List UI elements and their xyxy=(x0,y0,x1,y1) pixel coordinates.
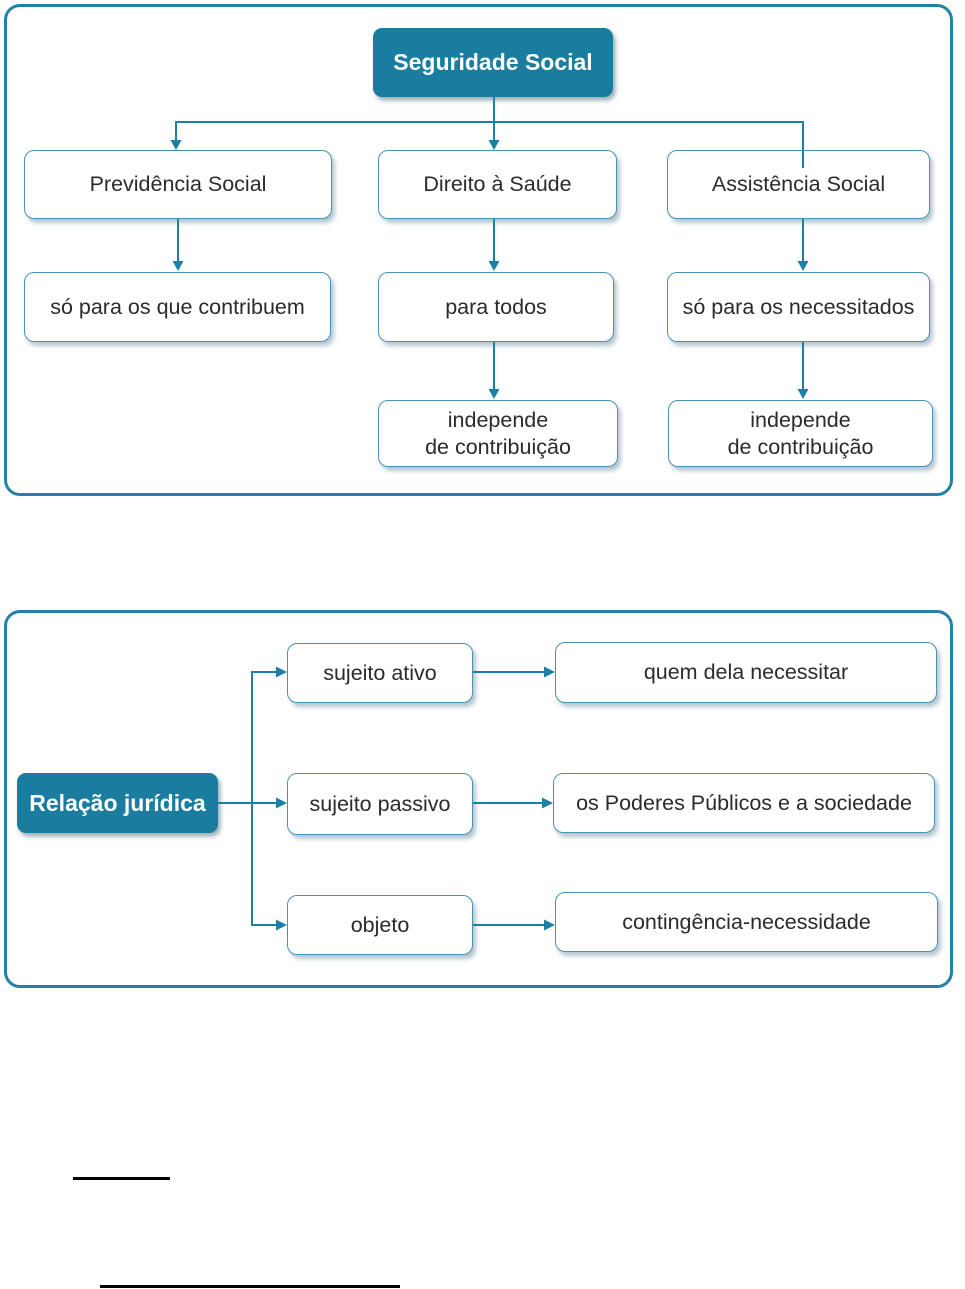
node-contingencia-necessidade: contingência-necessidade xyxy=(555,892,938,952)
node-poderes-publicos-e-sociedade-label: os Poderes Públicos e a sociedade xyxy=(576,790,912,815)
node-sujeito-ativo-label: sujeito ativo xyxy=(323,660,437,685)
node-independe-assistencia-line1: independe xyxy=(750,407,851,432)
node-assistencia-social-label: Assistência Social xyxy=(711,172,886,197)
node-seguridade-social-label: Seguridade Social xyxy=(393,49,593,76)
node-assistencia-social: Assistência Social xyxy=(667,150,930,219)
node-direito-a-saude: Direito à Saúde xyxy=(378,150,617,219)
node-poderes-publicos-e-sociedade: os Poderes Públicos e a sociedade xyxy=(553,773,935,833)
node-previdencia-social-label: Previdência Social xyxy=(89,172,267,197)
node-independe-saude-line2: de contribuição xyxy=(425,434,571,459)
node-para-todos: para todos xyxy=(378,272,614,342)
node-relacao-juridica: Relação jurídica xyxy=(17,773,218,833)
node-so-para-os-que-contribuem: só para os que contribuem xyxy=(24,272,331,342)
node-seguridade-social: Seguridade Social xyxy=(373,28,613,97)
node-objeto: objeto xyxy=(287,895,473,955)
node-previdencia-social: Previdência Social xyxy=(24,150,332,219)
node-so-para-os-necessitados: só para os necessitados xyxy=(667,272,930,342)
node-sujeito-passivo: sujeito passivo xyxy=(287,773,473,835)
node-sujeito-ativo: sujeito ativo xyxy=(287,643,473,703)
node-sujeito-passivo-label: sujeito passivo xyxy=(309,791,451,816)
node-relacao-juridica-label: Relação jurídica xyxy=(29,789,206,816)
node-independe-de-contribuicao-assistencia: independe de contribuição xyxy=(668,400,933,467)
node-objeto-label: objeto xyxy=(350,912,410,937)
node-so-para-os-necessitados-label: só para os necessitados xyxy=(682,294,915,319)
node-quem-dela-necessitar-label: quem dela necessitar xyxy=(643,660,849,685)
node-para-todos-label: para todos xyxy=(445,294,547,319)
node-so-para-os-que-contribuem-label: só para os que contribuem xyxy=(50,294,305,319)
node-independe-de-contribuicao-saude: independe de contribuição xyxy=(378,400,618,467)
node-independe-assistencia-line2: de contribuição xyxy=(727,434,874,459)
bottom-separator-rule xyxy=(100,1285,400,1288)
footnote-separator-rule xyxy=(73,1177,170,1180)
node-quem-dela-necessitar: quem dela necessitar xyxy=(555,642,937,703)
node-independe-saude-line1: independe xyxy=(447,407,549,432)
node-direito-a-saude-label: Direito à Saúde xyxy=(423,172,572,197)
node-contingencia-necessidade-label: contingência-necessidade xyxy=(622,909,871,934)
